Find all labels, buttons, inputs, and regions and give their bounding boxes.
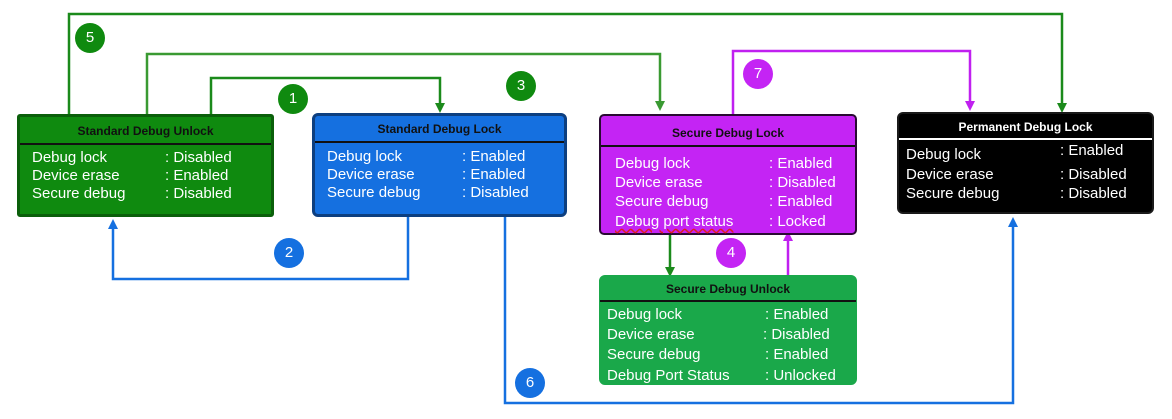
row-value: : Enabled: [769, 193, 833, 210]
row-key: Debug lock: [32, 149, 108, 166]
row-value: : Disabled: [165, 185, 232, 202]
arrow-6: [503, 215, 1018, 405]
title-divider: [600, 300, 856, 302]
title-divider: [899, 138, 1152, 140]
row-key: Secure debug: [32, 185, 126, 202]
title-divider: [601, 145, 855, 147]
row-key: Device erase: [906, 166, 994, 183]
row-value: : Disabled: [769, 174, 836, 191]
row-key: Device erase: [327, 166, 415, 183]
row-value: : Locked: [769, 213, 826, 230]
row-key: Secure debug: [906, 185, 1000, 202]
row-key: Secure debug: [607, 346, 701, 363]
row-key: Debug lock: [607, 306, 683, 323]
row-value: : Enabled: [765, 306, 829, 323]
row-value: : Enabled: [1060, 142, 1124, 159]
row-key: Debug lock: [906, 146, 982, 163]
row-key: Debug Port Status: [607, 367, 730, 384]
secure-debug-lock-box: Secure Debug Lock Debug lock : Enabled D…: [599, 114, 857, 235]
box-title: Standard Debug Unlock: [77, 124, 214, 138]
badge-2: 2: [274, 238, 304, 268]
row-key: Device erase: [32, 167, 120, 184]
arrow-2: [108, 215, 410, 281]
badge-7: 7: [743, 59, 773, 89]
badge-3: 3: [506, 71, 536, 101]
row-key: Device erase: [615, 174, 703, 191]
box-title: Permanent Debug Lock: [958, 120, 1093, 134]
row-key: Debug lock: [615, 155, 691, 172]
badge-1: 1: [278, 84, 308, 114]
badge-5: 5: [75, 23, 105, 53]
row-value: : Enabled: [165, 167, 229, 184]
row-value: : Disabled: [165, 149, 232, 166]
row-value: : Disabled: [1060, 166, 1127, 183]
row-key: Debug port status: [615, 213, 734, 230]
row-value: : Enabled: [462, 166, 526, 183]
permanent-debug-lock-box: Permanent Debug Lock Debug lock : Enable…: [897, 112, 1154, 214]
row-key: Secure debug: [615, 193, 709, 210]
row-value: : Enabled: [765, 346, 829, 363]
arrow-7: [731, 49, 975, 115]
box-title: Secure Debug Unlock: [665, 282, 791, 296]
standard-debug-lock-box: Standard Debug Lock Debug lock : Enabled…: [312, 113, 567, 217]
badge-6: 6: [515, 368, 545, 398]
box-title: Standard Debug Lock: [377, 122, 502, 136]
row-value: : Disabled: [462, 184, 529, 201]
standard-debug-unlock-box: Standard Debug Unlock Debug lock : Disab…: [17, 114, 274, 217]
box-title: Secure Debug Lock: [671, 126, 785, 140]
title-divider: [20, 143, 271, 145]
arrow-1: [209, 76, 445, 116]
arrow-5: [67, 12, 1067, 116]
arrow-3: [145, 52, 665, 116]
row-value: : Enabled: [462, 148, 526, 165]
row-value: : Disabled: [1060, 185, 1127, 202]
row-key: Device erase: [607, 326, 695, 343]
row-key: Secure debug: [327, 184, 421, 201]
row-value: : Unlocked: [765, 367, 836, 384]
row-value: : Enabled: [769, 155, 833, 172]
title-divider: [315, 141, 564, 143]
badge-4: 4: [716, 238, 746, 268]
secure-debug-unlock-box: Secure Debug Unlock Debug lock : Enabled…: [599, 275, 857, 385]
row-value: : Disabled: [763, 326, 830, 343]
row-key: Debug lock: [327, 148, 403, 165]
